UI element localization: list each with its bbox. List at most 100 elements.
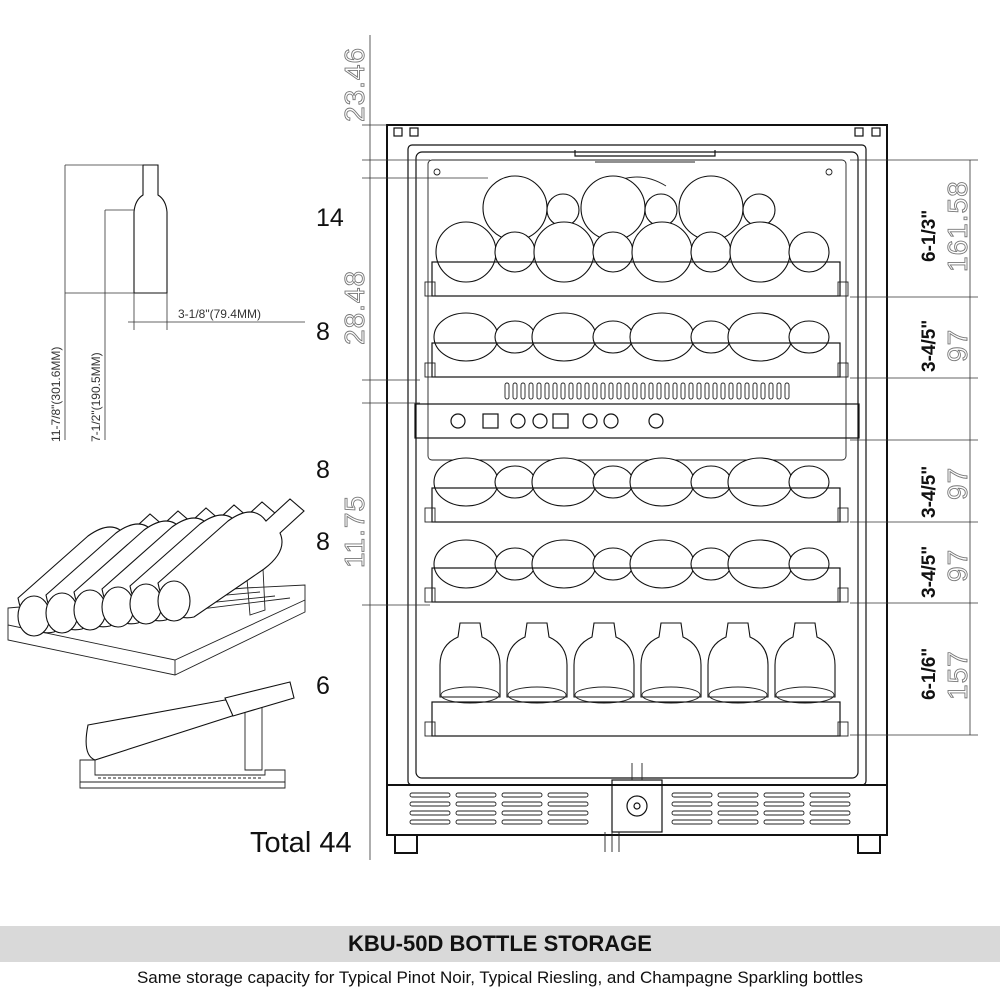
vent-slot <box>809 792 851 798</box>
bottle-top <box>482 175 548 241</box>
total-count: Total 44 <box>250 827 352 859</box>
grill-slot <box>544 382 550 400</box>
bottle-end <box>690 465 732 499</box>
display-icon <box>648 413 664 429</box>
right-dim-inch-1: 6-1/3" <box>919 210 940 262</box>
vent-slot <box>717 801 759 807</box>
shelf-tray <box>431 701 841 737</box>
grill-slot <box>696 382 702 400</box>
bottle-end <box>433 312 499 362</box>
vent-slot <box>671 801 713 807</box>
shelf-clip <box>424 281 436 297</box>
vent-slot <box>455 792 497 798</box>
shelf-3 <box>424 457 849 523</box>
grill-slot <box>720 382 726 400</box>
bottle-base <box>574 686 634 704</box>
grill-slot <box>664 382 670 400</box>
grill-slot <box>728 382 734 400</box>
shelf-tray <box>431 342 841 378</box>
shelf-count-1: 14 <box>316 204 344 232</box>
shelf-bottle-base <box>73 589 107 631</box>
shelf-tray <box>431 261 841 297</box>
fan-grill <box>504 382 790 400</box>
vent-slot <box>455 819 497 825</box>
bottle-end <box>631 221 693 283</box>
grill-slot <box>520 382 526 400</box>
vent-slot <box>671 819 713 825</box>
grill-slot <box>648 382 654 400</box>
grill-slot <box>616 382 622 400</box>
right-dim-inch-2: 3-4/5" <box>919 320 940 372</box>
bottle-end <box>494 465 536 499</box>
shelves <box>424 175 849 737</box>
light-icon <box>582 413 598 429</box>
shelf-bottle-base <box>157 580 191 622</box>
bottle-neck <box>742 193 776 227</box>
lock-icon <box>603 413 619 429</box>
grill-slot <box>512 382 518 400</box>
single-bottle-rack <box>79 681 295 789</box>
grill-slot <box>504 382 510 400</box>
bottle-end <box>531 312 597 362</box>
vent-slot <box>763 792 805 798</box>
bottle-end <box>788 465 830 499</box>
shelf-count-3: 8 <box>316 456 330 484</box>
shelf-count-5: 6 <box>316 672 330 700</box>
vent-slot <box>809 801 851 807</box>
bottle-end <box>433 539 499 589</box>
vent-slot <box>717 819 759 825</box>
bottle-end <box>592 320 634 354</box>
shelf-counts: 14 8 8 8 6 Total 44 <box>250 204 352 859</box>
shelf-clip <box>837 721 849 737</box>
shelf-clip <box>837 587 849 603</box>
vent-slot <box>763 801 805 807</box>
shelf-count-2: 8 <box>316 318 330 346</box>
bottle-end <box>629 457 695 507</box>
bottle-end <box>494 231 536 273</box>
shelf-tray <box>431 567 841 603</box>
bottle-end <box>727 539 793 589</box>
grill-slot <box>624 382 630 400</box>
bottle-diameter-label: 3-1/8"(79.4MM) <box>178 307 261 321</box>
vent-slot <box>409 819 451 825</box>
grill-slot <box>576 382 582 400</box>
vent-slot <box>763 810 805 816</box>
grill-slot <box>704 382 710 400</box>
bottle-end <box>690 320 732 354</box>
bottle-top <box>678 175 744 241</box>
bottle-neck <box>546 193 580 227</box>
vent-slot <box>671 792 713 798</box>
base-vents <box>409 792 851 825</box>
grill-slot <box>640 382 646 400</box>
vent-slot <box>501 810 543 816</box>
bottle-end <box>690 547 732 581</box>
bottle-end <box>729 221 791 283</box>
bottle-end <box>494 320 536 354</box>
grill-slot <box>656 382 662 400</box>
shelf-2 <box>424 312 849 378</box>
right-dim-inch-5: 6-1/6" <box>919 648 940 700</box>
shelf-bottle-base <box>17 595 51 637</box>
bottle-end <box>433 457 499 507</box>
vent-slot <box>501 801 543 807</box>
right-dim-mm-3: 97 <box>942 467 973 500</box>
vent-slot <box>671 810 713 816</box>
bottle-end <box>592 547 634 581</box>
vent-slot <box>455 801 497 807</box>
bottle-end <box>592 465 634 499</box>
grill-slot <box>528 382 534 400</box>
shelf-bottle-base <box>101 586 135 628</box>
right-dim-mm-4: 97 <box>942 549 973 582</box>
bottle-outline <box>133 164 168 294</box>
cabinet-base <box>386 784 888 836</box>
grill-slot <box>680 382 686 400</box>
bottle-end <box>533 221 595 283</box>
bottle-base <box>708 686 768 704</box>
bottle-end <box>435 221 497 283</box>
upright-bottle <box>640 622 702 698</box>
bottle-end <box>788 547 830 581</box>
bottle-base <box>641 686 701 704</box>
vent-slot <box>547 801 589 807</box>
grill-slot <box>760 382 766 400</box>
